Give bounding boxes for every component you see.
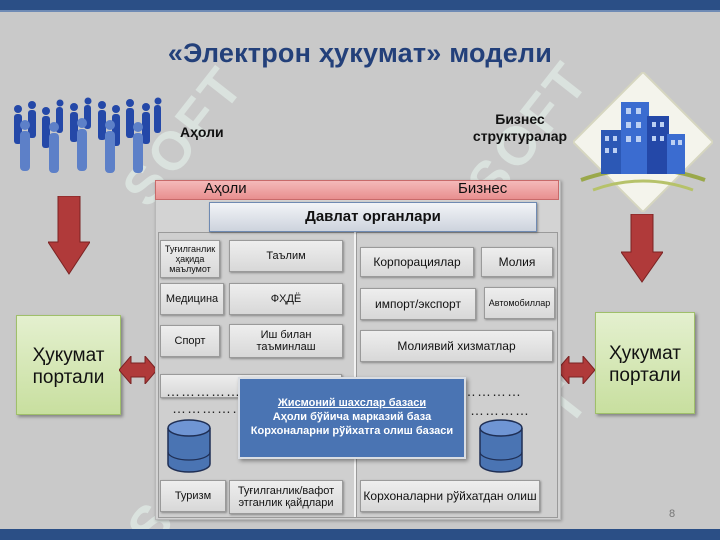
database-line1: Жисмоний шахслар базаси xyxy=(277,397,427,409)
population-label: Аҳоли xyxy=(180,124,224,140)
down-arrow-right xyxy=(621,214,663,283)
portal-right-line2: портали xyxy=(609,365,681,386)
buildings-icon xyxy=(573,72,713,212)
ellipsis-right-1: ………… xyxy=(462,383,522,399)
service-automobiles[interactable]: Автомобиллар xyxy=(484,287,555,319)
portal-left-line2: портали xyxy=(32,367,105,388)
service-civil-registry[interactable]: ФҲДЁ xyxy=(229,283,343,315)
panel-header-left: Аҳоли xyxy=(204,180,247,197)
panel-header xyxy=(155,180,559,200)
gov-portal-right[interactable]: Ҳукумат портали xyxy=(595,312,695,414)
service-corporations[interactable]: Корпорациялар xyxy=(360,247,474,277)
right-inner-panel xyxy=(356,232,558,518)
gov-bodies-title: Давлат органлари xyxy=(209,202,537,232)
service-birth-death-records[interactable]: Туғилганлик/вафот этганлик қайдлари xyxy=(229,480,343,514)
service-sport[interactable]: Спорт xyxy=(160,325,220,357)
service-education[interactable]: Таълим xyxy=(229,240,343,272)
top-bar-accent xyxy=(0,10,720,12)
ellipsis-left-1: ……………… xyxy=(166,383,256,399)
ellipsis-right-2: ………… xyxy=(470,402,530,418)
service-finance[interactable]: Молия xyxy=(481,247,553,277)
page-number: 8 xyxy=(668,508,676,520)
service-medicine[interactable]: Медицина xyxy=(160,283,224,315)
service-company-deregistration[interactable]: Корхоналарни рўйхатдан олиш xyxy=(360,480,540,512)
service-employment[interactable]: Иш билан таъминлаш xyxy=(229,324,343,358)
database-line2: Аҳоли бўйича марказий база xyxy=(272,411,432,423)
panel-divider xyxy=(354,232,356,517)
page-title: «Электрон ҳукумат» модели xyxy=(167,38,553,68)
ellipsis-left-2: …………… xyxy=(172,400,247,416)
double-arrow-right xyxy=(557,356,595,384)
database-line3: Корхоналарни рўйхатга олиш базаси xyxy=(250,425,454,437)
crowd-icon xyxy=(14,97,162,173)
down-arrow-left xyxy=(48,196,90,275)
database-cylinder-icon xyxy=(479,419,523,473)
bottom-bar xyxy=(0,529,720,540)
panel-header-right: Бизнес xyxy=(458,180,508,197)
portal-left-line1: Ҳукумат xyxy=(32,345,105,366)
service-financial-services[interactable]: Молиявий хизматлар xyxy=(360,330,553,362)
service-import-export[interactable]: импорт/экспорт xyxy=(360,288,476,320)
business-label: Бизнес структуралар xyxy=(472,111,568,144)
service-tourism[interactable]: Туризм xyxy=(160,480,226,512)
database-cylinder-icon xyxy=(167,419,211,473)
database-box: Жисмоний шахслар базаси Аҳоли бўйича мар… xyxy=(238,377,466,459)
portal-right-line1: Ҳукумат xyxy=(609,343,681,364)
double-arrow-left xyxy=(119,356,157,384)
top-bar xyxy=(0,0,720,10)
gov-portal-left[interactable]: Ҳукумат портали xyxy=(16,315,121,415)
service-birth-info[interactable]: Туғилганлик ҳақида маълумот xyxy=(160,240,220,278)
